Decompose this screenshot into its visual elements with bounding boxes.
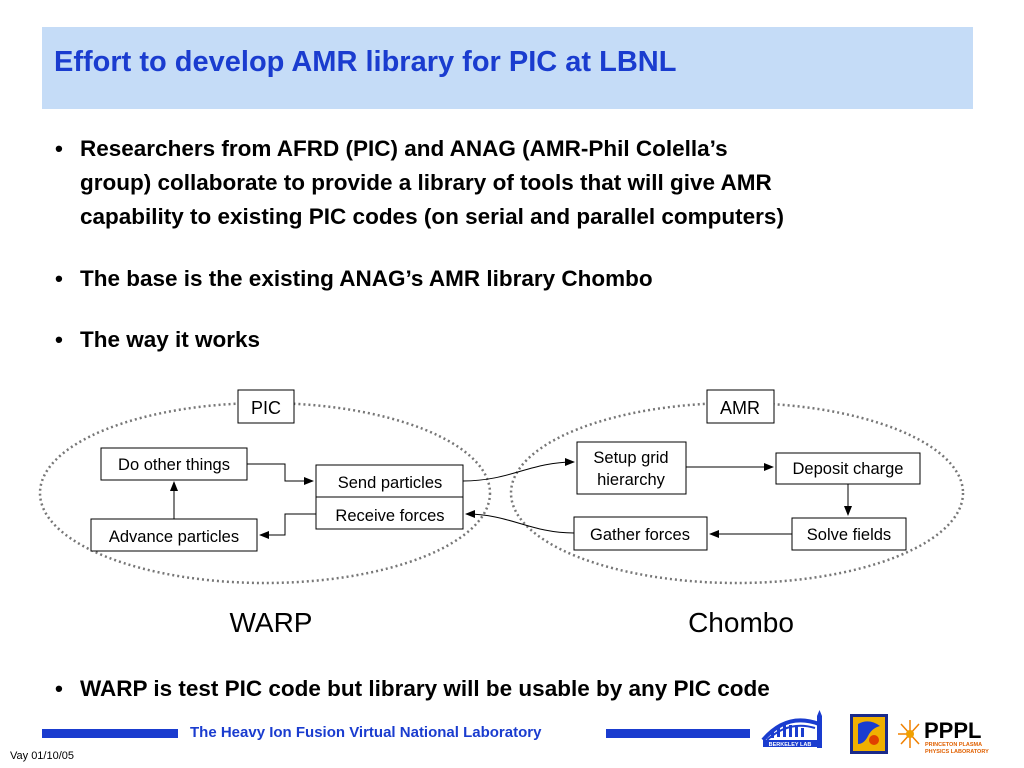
footer-date: Vay 01/10/05 [10,750,75,762]
pppl-text: PPPL [924,718,981,743]
arrow-receive-to-advance [259,513,316,539]
pppl-subtext-2: PHYSICS LABORATORY [925,749,989,755]
pppl-logo: PPPL PRINCETON PLASMA PHYSICS LABORATORY [898,718,989,755]
do-other-things-label: Do other things [118,456,230,474]
solve-fields-label: Solve fields [807,526,891,544]
amr-label-box [706,389,775,424]
bullet-line: Researchers from AFRD (PIC) and ANAG (AM… [80,136,728,161]
advance-particles-box [90,518,258,552]
slide-title: Effort to develop AMR library for PIC at… [54,46,677,78]
send-particles-label: Send particles [338,474,443,492]
bullet-marker: • [55,327,63,352]
arrow-gather-to-receive [465,510,575,534]
bullet-marker: • [55,676,63,701]
setup-grid-label-2: hierarchy [597,471,666,489]
amr-label: AMR [720,398,760,418]
solve-fields-box [791,517,907,551]
arrow-do-to-send [247,463,314,485]
pic-label-box [237,389,295,424]
pic-label: PIC [251,398,281,418]
bullet-base: • The base is the existing ANAG’s AMR li… [55,262,980,296]
bullet-marker: • [55,266,63,291]
bullet-line: The base is the existing ANAG’s AMR libr… [80,266,653,291]
amr-region-outline [509,401,965,585]
receive-forces-label: Receive forces [335,507,444,525]
setup-grid-label: Setup grid [593,449,668,467]
bullet-line: capability to existing PIC codes (on ser… [80,204,784,229]
bullet-marker: • [55,136,63,161]
title-bar [42,27,973,109]
warp-chombo-diagram: PIC AMR Do other things Advance particle… [38,389,965,638]
setup-grid-box [576,441,687,495]
footer-bar-left [42,729,178,738]
bullet-way-it-works: • The way it works [55,323,980,357]
advance-particles-label: Advance particles [109,528,239,546]
arrow-send-to-setup [462,458,575,482]
deposit-charge-label: Deposit charge [793,460,904,478]
bullet-line: WARP is test PIC code but library will b… [80,676,770,701]
berkeley-lab-logo: BERKELEY LAB [761,710,822,748]
berkeley-lab-text: BERKELEY LAB [769,742,812,748]
bullet-researchers: • Researchers from AFRD (PIC) and ANAG (… [55,132,980,234]
bullet-line: The way it works [80,327,261,352]
gather-forces-label: Gather forces [590,526,690,544]
warp-label: WARP [230,607,313,638]
footer-lab-name: The Heavy Ion Fusion Virtual National La… [190,724,542,741]
pppl-subtext-1: PRINCETON PLASMA [925,742,982,748]
footer-bar-right [606,729,750,738]
deposit-charge-box [775,452,921,485]
emblem-logo [850,714,888,754]
gather-forces-box [573,516,708,551]
bullet-line: group) collaborate to provide a library … [80,170,772,195]
chombo-label: Chombo [688,607,794,638]
do-other-things-box [100,447,248,481]
bullet-warp-test: • WARP is test PIC code but library will… [55,672,980,706]
